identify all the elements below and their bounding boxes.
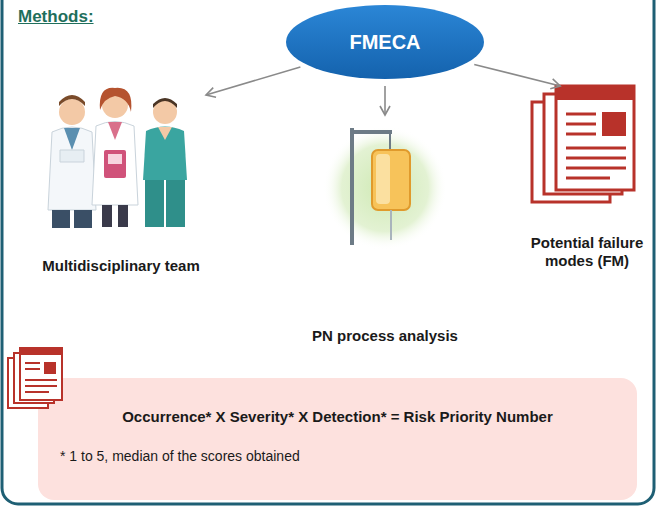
team-illustration — [48, 88, 187, 228]
panel-frame — [2, 0, 654, 504]
footnote: * 1 to 5, median of the scores obtained — [38, 444, 637, 465]
formula-box: Occurrence* X Severity* X Detection* = R… — [38, 378, 637, 500]
small-document-icon — [4, 344, 74, 416]
team-caption: Multidisciplinary team — [36, 95, 206, 275]
process-caption: PN process analysis — [300, 115, 470, 345]
node-label: PN process analysis — [308, 327, 462, 345]
node-label: Multidisciplinary team — [38, 257, 204, 275]
flow-arrow — [474, 64, 560, 86]
pn-bag-illustration — [323, 126, 447, 250]
failure-modes-caption: Potential failure modes (FM) — [520, 86, 654, 270]
document-illustration — [532, 86, 634, 202]
node-label: FMECA — [345, 30, 424, 54]
node-label: Occurrence* X Severity* X Detection* = R… — [38, 378, 637, 444]
flow-arrow — [384, 86, 386, 115]
node-label: Potential failure modes (FM) — [520, 234, 654, 270]
flow-arrow — [206, 67, 300, 95]
method-ellipse: FMECA — [285, 4, 485, 80]
section-heading: Methods: — [18, 7, 94, 27]
